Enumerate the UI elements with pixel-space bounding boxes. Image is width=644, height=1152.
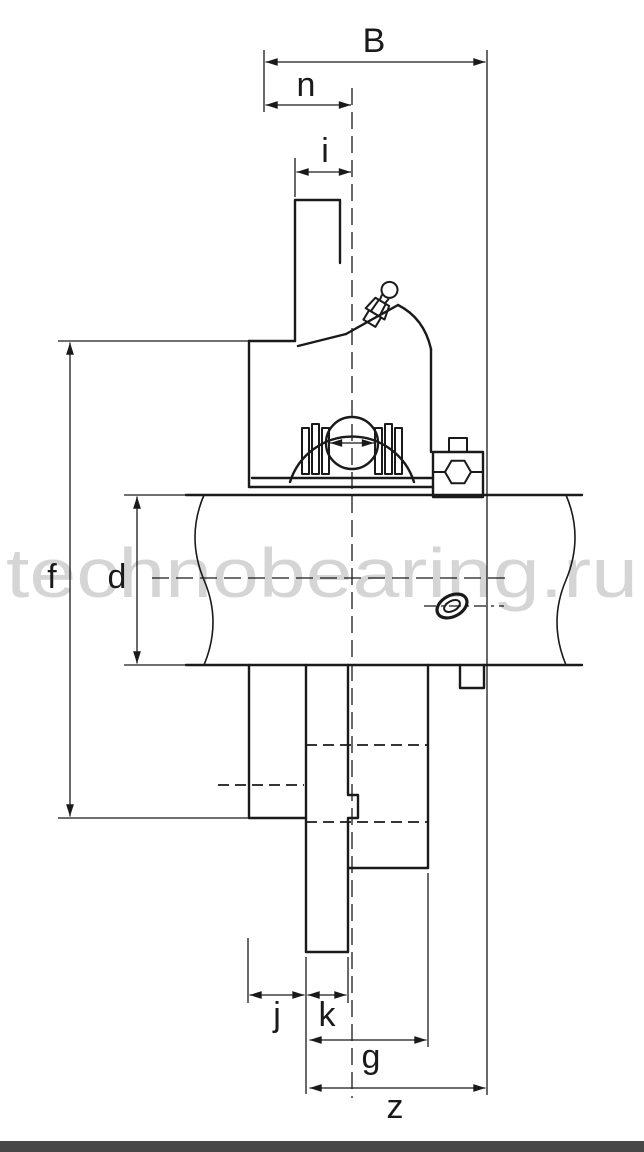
seal-rib-icon bbox=[394, 427, 403, 475]
ball-circle bbox=[324, 415, 380, 471]
seal-rib-icon bbox=[321, 427, 330, 475]
dimension-k-label: k bbox=[319, 996, 337, 1034]
dimension-B: B bbox=[263, 22, 488, 1095]
collar-lower-stub bbox=[458, 663, 486, 690]
shaft bbox=[184, 493, 584, 667]
housing-top-boss bbox=[293, 198, 342, 343]
collar-outline bbox=[431, 450, 485, 499]
dimension-j: j bbox=[247, 938, 305, 1034]
dimension-i-label: i bbox=[321, 132, 329, 170]
screw-hole-inner-ellipse bbox=[443, 599, 461, 613]
dimension-z: z bbox=[309, 1084, 486, 1126]
centerlines bbox=[152, 88, 512, 1098]
grease-nipple-ball-icon bbox=[380, 280, 399, 299]
set-screw-collar bbox=[431, 437, 485, 499]
bearing-ball bbox=[324, 415, 380, 471]
dimension-B-label: B bbox=[363, 22, 386, 60]
bearing-seals bbox=[301, 423, 403, 475]
grease-fitting-mount-face bbox=[344, 303, 400, 336]
dimension-j-label: j bbox=[272, 996, 281, 1034]
shaft-set-screw-hole bbox=[435, 592, 469, 620]
flange-lower-body bbox=[247, 663, 486, 954]
seal-rib-icon bbox=[374, 427, 383, 475]
grease-nipple-base bbox=[362, 309, 383, 328]
footer-bar bbox=[0, 1141, 644, 1152]
watermark-text: technobearing.ru bbox=[6, 534, 638, 612]
dimension-z-label: z bbox=[387, 1088, 404, 1126]
shaft-break-right bbox=[556, 494, 576, 666]
seal-rib-icon bbox=[384, 423, 393, 475]
screw-hole-ellipse bbox=[435, 592, 469, 620]
seal-rib-icon bbox=[311, 423, 320, 475]
spherical-seat-arc bbox=[288, 435, 416, 484]
dimension-g: g bbox=[309, 873, 429, 1076]
dimension-d-label: d bbox=[108, 558, 127, 596]
grease-nipple-hex bbox=[364, 296, 391, 321]
dimension-f: f bbox=[47, 340, 260, 819]
set-screw-hex-icon bbox=[444, 459, 472, 485]
dimension-n: n bbox=[265, 66, 352, 109]
dimension-i: i bbox=[294, 132, 352, 197]
dimension-k: k bbox=[305, 957, 349, 1094]
shaft-break-left bbox=[194, 494, 214, 666]
seal-rib-icon bbox=[301, 427, 310, 475]
grease-nipple-neck bbox=[384, 298, 390, 305]
dimension-n-label: n bbox=[297, 66, 316, 104]
housing-right-shoulder bbox=[396, 303, 433, 351]
housing-inner-slope bbox=[296, 332, 348, 348]
dimension-f-label: f bbox=[47, 558, 57, 596]
dimension-d: d bbox=[108, 494, 186, 666]
housing-body bbox=[247, 198, 435, 489]
grease-nipple-neck bbox=[378, 294, 383, 301]
dimension-g-label: g bbox=[362, 1038, 381, 1076]
grease-fitting bbox=[362, 280, 399, 328]
spigot-right-edge bbox=[346, 663, 360, 954]
grease-nipple-facet bbox=[369, 299, 380, 312]
set-screw-head bbox=[448, 437, 468, 453]
hidden-lines bbox=[218, 744, 428, 823]
grease-nipple-facet bbox=[378, 303, 387, 317]
